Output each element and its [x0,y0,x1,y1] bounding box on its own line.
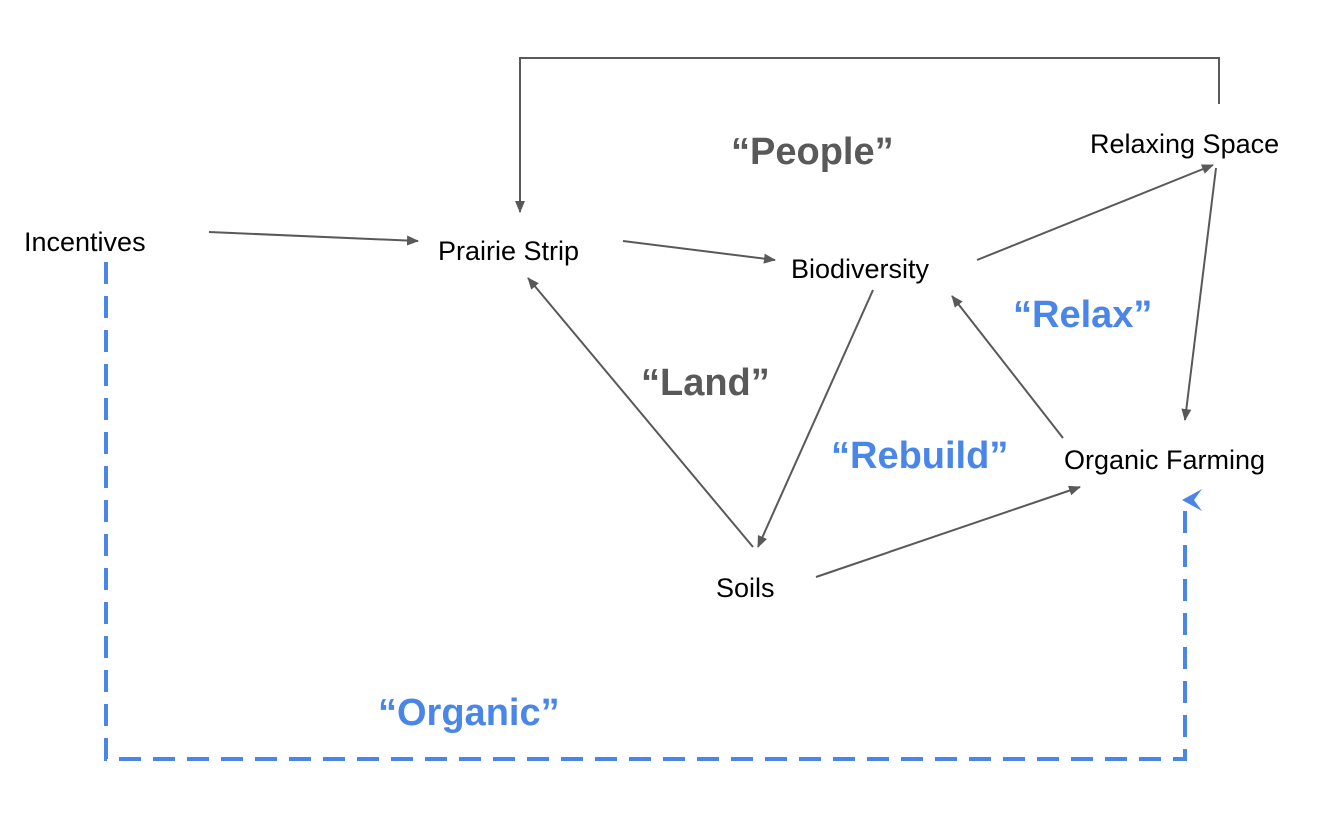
node-incentives: Incentives [24,227,146,257]
arrow-prairie-strip-to-biodiversity [622,240,776,264]
arrow-soils-to-prairie-strip [527,277,754,548]
node-biodiversity: Biodiversity [791,254,930,284]
arrow-organic-farming-to-biodiversity [951,295,1064,439]
loop-label-organic: “Organic” [378,692,560,734]
node-soils: Soils [716,573,775,603]
arrow-relaxing-space-to-prairie-strip [515,57,1220,213]
node-organic-farming: Organic Farming [1064,445,1266,475]
node-prairie-strip: Prairie Strip [438,236,580,266]
arrow-biodiversity-to-soils [757,289,874,548]
node-relaxing-space: Relaxing Space [1090,129,1280,159]
arrow-biodiversity-to-relaxing-space [976,164,1214,261]
loop-label-people: “People” [731,131,894,173]
arrow-soils-to-organic-farming [815,485,1081,578]
loop-label-relax: “Relax” [1013,294,1153,336]
dashed-arrow-incentives-to-organic-farming [104,262,1202,761]
loop-label-land: “Land” [641,362,770,404]
loop-label-rebuild: “Rebuild” [831,435,1009,477]
arrow-relaxing-space-to-organic-farming [1181,167,1217,421]
arrow-incentives-to-prairie-strip [208,231,419,246]
